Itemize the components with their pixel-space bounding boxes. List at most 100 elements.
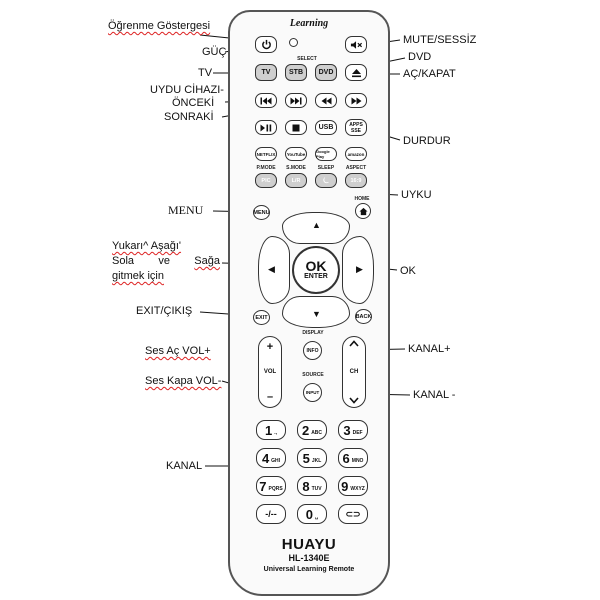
digit-6: 6 [342,450,350,466]
tv-button[interactable]: TV [255,64,277,81]
channel-rocker[interactable]: CH [342,336,366,408]
rewind-button[interactable] [315,93,337,108]
dash-label: -/-- [265,509,277,519]
eject-button[interactable] [345,64,367,81]
volume-rocker[interactable]: + VOL – [258,336,282,408]
skip-previous-button[interactable] [255,93,277,108]
letters-6: MNO [351,458,364,464]
letters-7: PQRS [268,486,283,492]
left-button[interactable]: ◀ [258,236,290,304]
mute-button[interactable] [345,36,367,53]
fast-forward-button[interactable] [345,93,367,108]
select-label: SELECT [297,56,317,62]
menu-button[interactable]: MENU [253,205,270,220]
callout-tv: TV [198,67,213,79]
sleep-button[interactable]: ⏾ [315,173,337,188]
callout-ch-up: KANAL+ [408,343,451,355]
channel-up-icon[interactable] [349,340,359,347]
channel-label: CH [349,369,359,375]
brand-logo: HUAYU [281,536,337,553]
letters-5: JKL [311,458,322,464]
callout-vol-down: Ses Kapa VOL- [145,375,222,387]
dvd-button[interactable]: DVD [315,64,337,81]
remote-top-logo: Learning [289,18,329,29]
remote-tagline: Universal Learning Remote [263,566,355,573]
stb-button[interactable]: STB [285,64,307,81]
google-play-button[interactable]: Google Play [315,147,337,161]
stop-button[interactable] [285,120,307,135]
nav-word-right: Sağa [194,255,220,267]
recall-icon: ⊂⊃ [345,508,361,519]
dash-button[interactable]: -/-- [256,504,286,524]
power-button[interactable] [255,36,277,53]
navigation-pad: ▲ ▼ ◀ ▶ OK ENTER [258,212,374,328]
number-button-1[interactable]: 1., [256,420,286,440]
aspect-label: ASPECT [345,165,367,171]
exit-button[interactable]: EXIT [253,310,270,325]
apps-label: APPS [349,121,363,128]
ok-enter-button[interactable]: OK ENTER [292,246,340,294]
callout-nav-line2: Sola ve Sağa [112,255,220,268]
volume-down-icon[interactable]: – [266,391,274,403]
digit-5: 5 [302,450,310,466]
amazon-button[interactable]: amazon [345,147,367,161]
model-number: HL-1340E [288,553,330,563]
nav-word-left: Sola [112,255,135,267]
down-arrow-icon: ▼ [312,309,321,319]
apps-button[interactable]: APPS SSE [345,119,367,136]
smode-label: S.MODE [286,165,306,171]
pmode-label: P.MODE [256,165,276,171]
callout-nav-line1: Yukarı^ Aşağı' [112,240,182,252]
play-pause-button[interactable] [255,120,277,135]
aspect-button[interactable]: 16:9 [345,173,367,188]
usb-button[interactable]: USB [315,120,337,135]
input-button[interactable]: INPUT [303,383,322,402]
up-button[interactable]: ▲ [282,212,350,244]
callout-power: GÜÇ [202,46,227,58]
letters-0: ␣ [315,514,319,520]
volume-label: VOL [263,369,277,375]
channel-down-icon[interactable] [349,397,359,404]
recall-button[interactable]: ⊂⊃ [338,504,368,524]
volume-up-icon[interactable]: + [266,341,274,353]
letters-9: WXYZ [350,486,365,492]
callout-prev: ÖNCEKİ [172,97,215,109]
letters-2: ABC [311,430,323,436]
callout-exit: EXIT/ÇIKIŞ [136,305,193,317]
power-icon [261,39,271,50]
fast-forward-icon [351,97,361,104]
info-button[interactable]: INFO [303,341,322,360]
skip-next-button[interactable] [285,93,307,108]
number-button-0[interactable]: 0␣ [297,504,327,524]
skip-next-icon [290,97,302,104]
callout-sleep: UYKU [401,189,432,201]
youtube-button[interactable]: YouTube [285,147,307,161]
right-button[interactable]: ▶ [342,236,374,304]
home-label: HOME [354,196,370,202]
digit-3: 3 [343,422,351,438]
letters-4: GHI [271,458,281,464]
callout-next: SONRAKİ [164,111,214,123]
down-button[interactable]: ▼ [282,296,350,328]
digit-2: 2 [301,422,310,438]
netflix-button[interactable]: NETFLIX [255,147,277,161]
home-icon [358,207,368,215]
back-button[interactable]: BACK [355,309,372,324]
picture-mode-button[interactable]: PIC [255,173,277,188]
sleep-label: SLEEP [317,165,335,171]
digit-1: 1 [264,422,273,438]
home-button[interactable] [355,203,371,219]
digit-8: 8 [302,478,310,494]
display-label: DISPLAY [302,330,324,336]
sound-mode-button[interactable]: L/R [285,173,307,188]
callout-vol-up: Ses Aç VOL+ [145,345,211,357]
skip-previous-icon [260,97,272,104]
